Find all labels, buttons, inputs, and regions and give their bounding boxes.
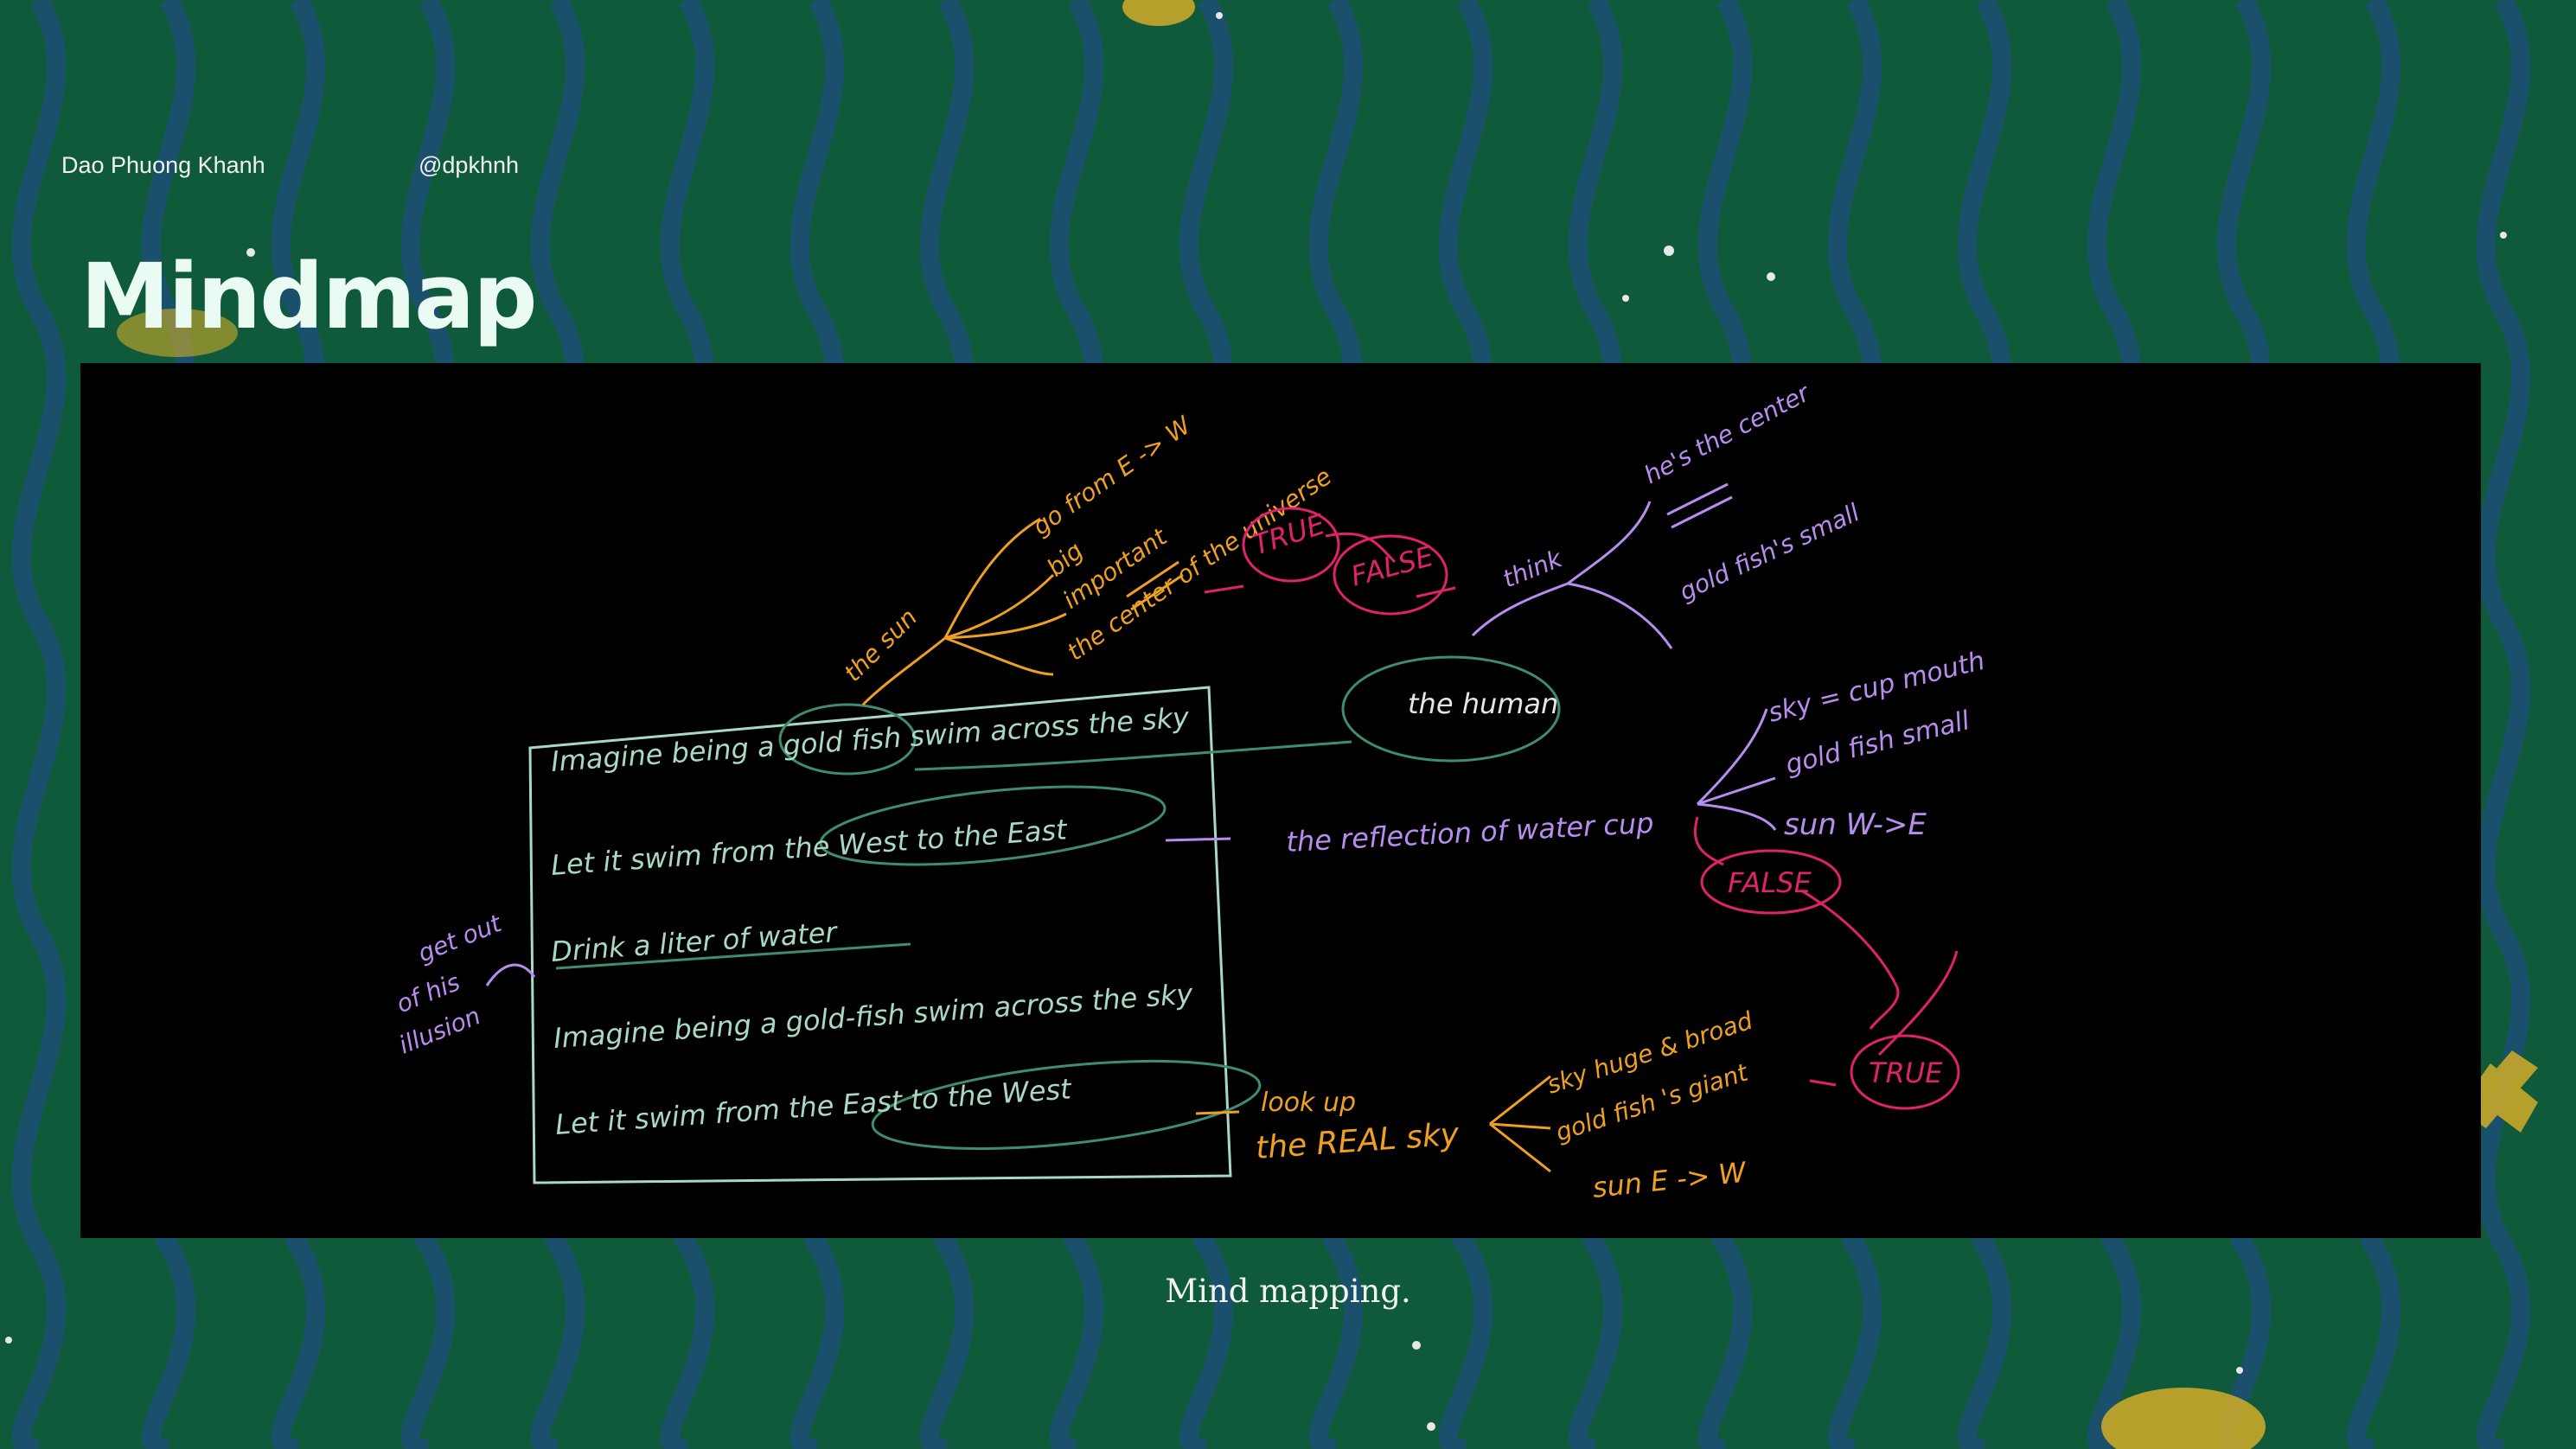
arrow-to-human	[914, 740, 1352, 771]
real-true-label: TRUE	[1869, 1056, 1943, 1089]
real-sky-link	[1195, 1075, 1551, 1173]
reflection-link	[1165, 708, 1777, 842]
side-note: get out of his illusion	[393, 909, 507, 1060]
human-ellipse	[1341, 655, 1561, 763]
reflection-branch-3: sun W->E	[1784, 807, 1927, 842]
mindmap-box	[528, 686, 1232, 1184]
figure-caption: Mind mapping.	[1165, 1273, 1411, 1310]
box-line-3: Drink a liter of water	[550, 916, 840, 968]
west-east-ellipse	[819, 785, 1167, 866]
reflection-node: the reflection of water cup	[1285, 807, 1654, 859]
think-label: think	[1499, 544, 1567, 594]
author-name: Dao Phuong Khanh	[61, 152, 265, 178]
reflection-false-label: FALSE	[1728, 866, 1812, 899]
sparkle-decoration	[5, 12, 2507, 1431]
box-line-2: Let it swim from the West to the East	[550, 813, 1069, 882]
reflection-false-circle	[1700, 849, 1842, 915]
false-label: FALSE	[1347, 539, 1437, 593]
real-true-link	[1809, 950, 1959, 1087]
sun-branch	[861, 517, 1184, 706]
sun-branch-1: go from E -> W	[1027, 411, 1197, 541]
real-true-circle	[1850, 1034, 1960, 1110]
true-circle	[1242, 507, 1340, 583]
side-note-line-1: get out	[414, 909, 507, 968]
real-sky-branch-3: sun E -> W	[1591, 1155, 1748, 1204]
think-branch-1: he's the center	[1640, 378, 1815, 489]
false-circle	[1333, 534, 1448, 616]
box-line-1: Imagine being a gold fish swim across th…	[550, 700, 1191, 778]
think-branch-2: gold fish's small	[1675, 498, 1864, 606]
page-title: Mindmap	[80, 244, 538, 349]
east-west-ellipse	[871, 1059, 1262, 1151]
author-handle[interactable]: @dpkhnh	[419, 152, 519, 178]
mindmap-figure: Imagine being a gold fish swim across th…	[80, 363, 2481, 1238]
sun-node: the sun	[839, 603, 924, 687]
reflection-false-link	[1693, 816, 1900, 1030]
mindmap-drawing: Imagine being a gold fish swim across th…	[393, 378, 1988, 1204]
human-node: the human	[1408, 687, 1558, 720]
water-underline	[555, 942, 911, 970]
goldfish-ellipse	[778, 703, 917, 776]
box-line-5: Let it swim from the East to the West	[554, 1072, 1073, 1141]
box-line-4: Imagine being a gold-fish swim across th…	[553, 977, 1195, 1055]
center-underline	[1666, 482, 1733, 529]
real-sky-line-2: the REAL sky	[1255, 1117, 1461, 1166]
real-sky-line-1: look up	[1261, 1088, 1356, 1118]
think-link	[1471, 501, 1673, 649]
side-note-link	[485, 963, 536, 986]
